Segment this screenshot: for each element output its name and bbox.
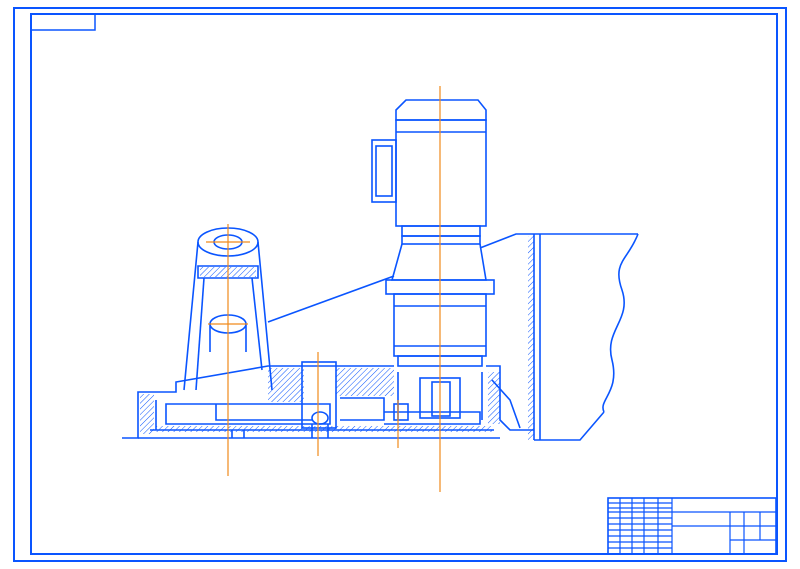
center-lines [206, 86, 441, 492]
base-hatch-center [336, 368, 394, 396]
electric-motor [371, 99, 487, 245]
title-block [607, 497, 777, 555]
inner-frame [30, 13, 778, 555]
corner-label-box [30, 13, 96, 31]
base-hatch-bottom [156, 426, 492, 432]
outer-border [13, 7, 787, 562]
base-hatch-left [140, 394, 154, 434]
terminal-box [371, 139, 397, 203]
wall-hatch [528, 236, 534, 440]
base-hatch-mid [268, 368, 304, 402]
support-wall [479, 233, 639, 441]
base-hatch-right [488, 372, 500, 424]
